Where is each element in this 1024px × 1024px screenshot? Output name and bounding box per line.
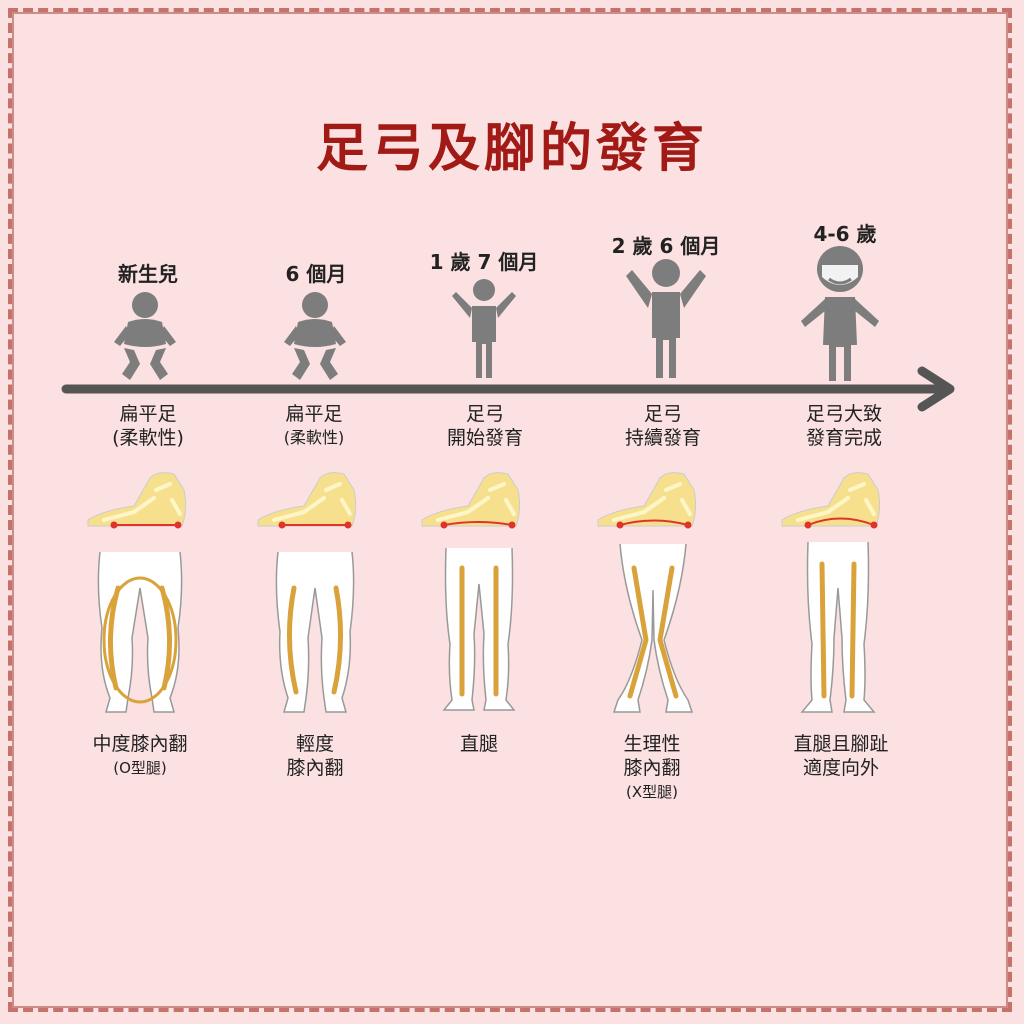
legs-label-line: 適度向外 bbox=[802, 757, 879, 779]
foot-arch-icon bbox=[597, 472, 697, 529]
legs-stage-label: 直腿 bbox=[379, 732, 579, 756]
stage-age-6-months: 6 個月 bbox=[285, 262, 347, 286]
arch-stage-label: 足弓 持續發育 bbox=[563, 402, 763, 450]
stage-age-2y6m: 2 歲 6 個月 bbox=[611, 234, 721, 258]
baby-sitting-icon bbox=[284, 292, 346, 380]
arch-label-line: 發育完成 bbox=[805, 427, 882, 449]
arch-label-line: 持續發育 bbox=[624, 427, 701, 449]
arch-label-line: 足弓 bbox=[643, 403, 682, 425]
foot-flat-icon bbox=[257, 472, 357, 529]
child-arms-up-icon bbox=[626, 259, 706, 378]
arch-label-line: 開始發育 bbox=[446, 427, 523, 449]
arch-label-line: (柔軟性) bbox=[112, 427, 184, 449]
legs-label-line: 中度膝內翻 bbox=[92, 733, 188, 755]
arch-label-line: 扁平足 bbox=[119, 403, 177, 425]
child-smiling-icon bbox=[801, 246, 879, 381]
stage-age-4-6y: 4-6 歲 bbox=[813, 222, 877, 246]
arch-stage-label: 扁平足 (柔軟性) bbox=[48, 402, 248, 450]
stage-age-1y7m: 1 歲 7 個月 bbox=[429, 250, 539, 274]
stage-age-newborn: 新生兒 bbox=[118, 262, 178, 286]
legs-stage-label: 中度膝內翻 (O型腿) bbox=[40, 732, 240, 780]
baby-sitting-icon bbox=[114, 292, 176, 380]
legs-straight-icon bbox=[442, 547, 516, 711]
arch-stage-label: 足弓大致 發育完成 bbox=[744, 402, 944, 450]
arch-label-line: 扁平足 bbox=[285, 403, 343, 425]
legs-label-line: 膝內翻 bbox=[623, 757, 681, 779]
foot-arch-icon bbox=[781, 472, 881, 529]
legs-label-line: 直腿 bbox=[459, 733, 498, 755]
legs-stage-label: 直腿且腳趾 適度向外 bbox=[741, 732, 941, 780]
legs-label-line: 直腿且腳趾 bbox=[793, 733, 889, 755]
arch-stage-label: 足弓 開始發育 bbox=[385, 402, 585, 450]
legs-stage-label: 輕度 膝內翻 bbox=[215, 732, 415, 780]
legs-mild-bowlegged-icon bbox=[275, 551, 355, 713]
legs-label-line: 輕度 bbox=[295, 733, 334, 755]
legs-stage-label: 生理性 膝內翻 (X型腿) bbox=[552, 732, 752, 804]
page-title: 足弓及腳的發育 bbox=[315, 119, 708, 179]
foot-flat-icon bbox=[87, 472, 187, 529]
legs-straight-toes-out-icon bbox=[800, 541, 876, 713]
legs-label-line: 膝內翻 bbox=[286, 757, 344, 779]
arch-stage-label: 扁平足 (柔軟性) bbox=[214, 402, 414, 450]
decorative-border bbox=[8, 8, 1012, 1012]
arch-label-line: (柔軟性) bbox=[283, 428, 345, 447]
legs-label-line: 生理性 bbox=[623, 733, 681, 755]
legs-label-line: (X型腿) bbox=[626, 783, 678, 801]
inner-border bbox=[12, 12, 1008, 1008]
arch-label-line: 足弓大致 bbox=[805, 403, 882, 425]
legs-knock-kneed-icon bbox=[612, 543, 694, 713]
toddler-arms-up-icon bbox=[452, 279, 516, 378]
arch-label-line: 足弓 bbox=[465, 403, 504, 425]
legs-bowlegged-icon bbox=[97, 551, 183, 713]
legs-label-line: (O型腿) bbox=[113, 759, 167, 777]
foot-arch-icon bbox=[421, 472, 521, 529]
